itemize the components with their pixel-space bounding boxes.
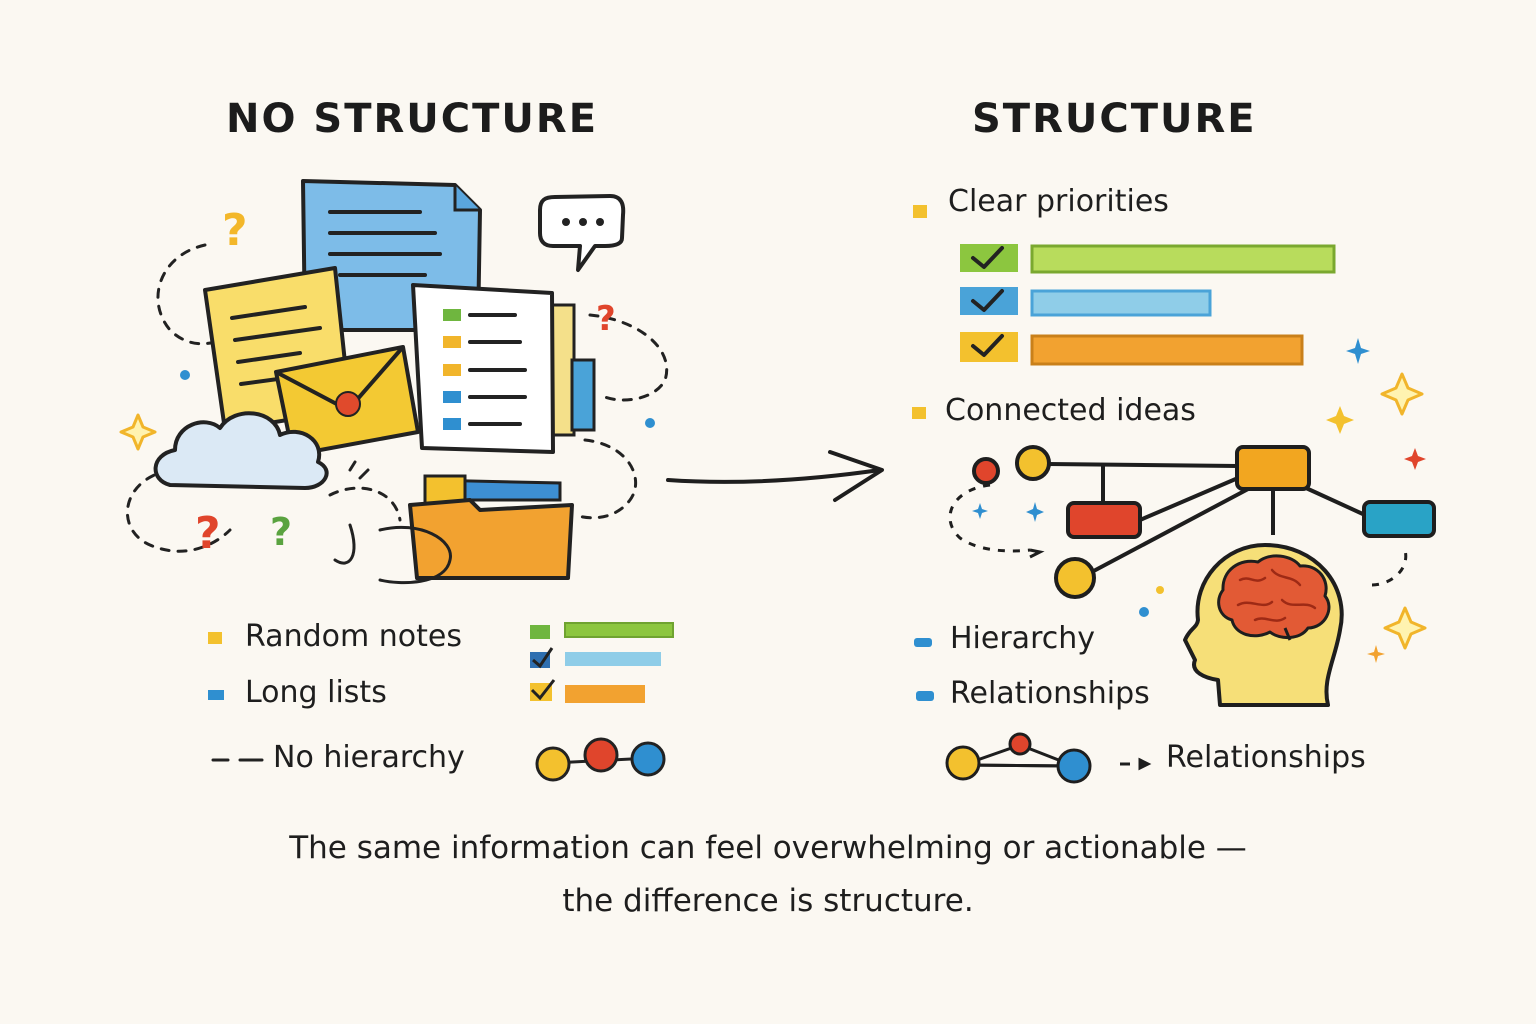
dot: [645, 418, 655, 428]
svg-text:?: ?: [270, 510, 292, 554]
checklist-icon: [411, 283, 596, 454]
legend-no-hierarchy: No hierarchy: [273, 740, 465, 775]
brain-head-icon: [1183, 543, 1344, 707]
network-diagram: [948, 462, 1408, 587]
legend-bullet-blue: [208, 690, 224, 700]
section-bullet: [913, 205, 927, 218]
legend-relationships: Relationships: [950, 676, 1150, 711]
mini-checklist: [530, 622, 674, 703]
legend-bullet-blue: [914, 638, 932, 647]
sparkle-icon: [119, 413, 157, 451]
folder-icon: [408, 474, 574, 580]
left-title: NO STRUCTURE: [226, 96, 599, 142]
legend-bullet-blue: [916, 691, 934, 701]
question-mark-icon: ? ? ? ?: [195, 205, 616, 559]
node-triangle: [945, 732, 1092, 784]
envelope-icon: [274, 345, 420, 457]
connected-ideas-label: Connected ideas: [945, 393, 1196, 428]
network-nodes: [972, 445, 1436, 599]
svg-text:?: ?: [195, 508, 221, 559]
sparkle-icon: [972, 338, 1427, 663]
svg-text:?: ?: [222, 205, 248, 256]
dot: [180, 370, 190, 380]
arrow-icon: [666, 450, 884, 502]
cloud-icon: [153, 411, 329, 490]
legend-bullet-yellow: [208, 632, 222, 644]
section-bullet: [912, 407, 926, 419]
dot: [1139, 607, 1149, 617]
dot: [1156, 586, 1164, 594]
right-title: STRUCTURE: [972, 96, 1257, 142]
clear-priorities-label: Clear priorities: [948, 184, 1169, 219]
legend-relationships-arrow: Relationships: [1166, 740, 1366, 775]
speech-bubble-icon: [538, 194, 626, 272]
legend-hierarchy: Hierarchy: [950, 621, 1096, 656]
scribble-lines: [333, 460, 452, 585]
legend-long-lists: Long lists: [245, 675, 387, 710]
caption-line-1: The same information can feel overwhelmi…: [289, 830, 1247, 866]
node-chain: [535, 737, 666, 782]
caption-line-2: the difference is structure.: [562, 883, 974, 919]
priority-bars: [960, 244, 1336, 366]
small-arrow-icon: [1120, 757, 1152, 771]
svg-text:?: ?: [596, 299, 616, 339]
legend-random-notes: Random notes: [245, 619, 462, 654]
